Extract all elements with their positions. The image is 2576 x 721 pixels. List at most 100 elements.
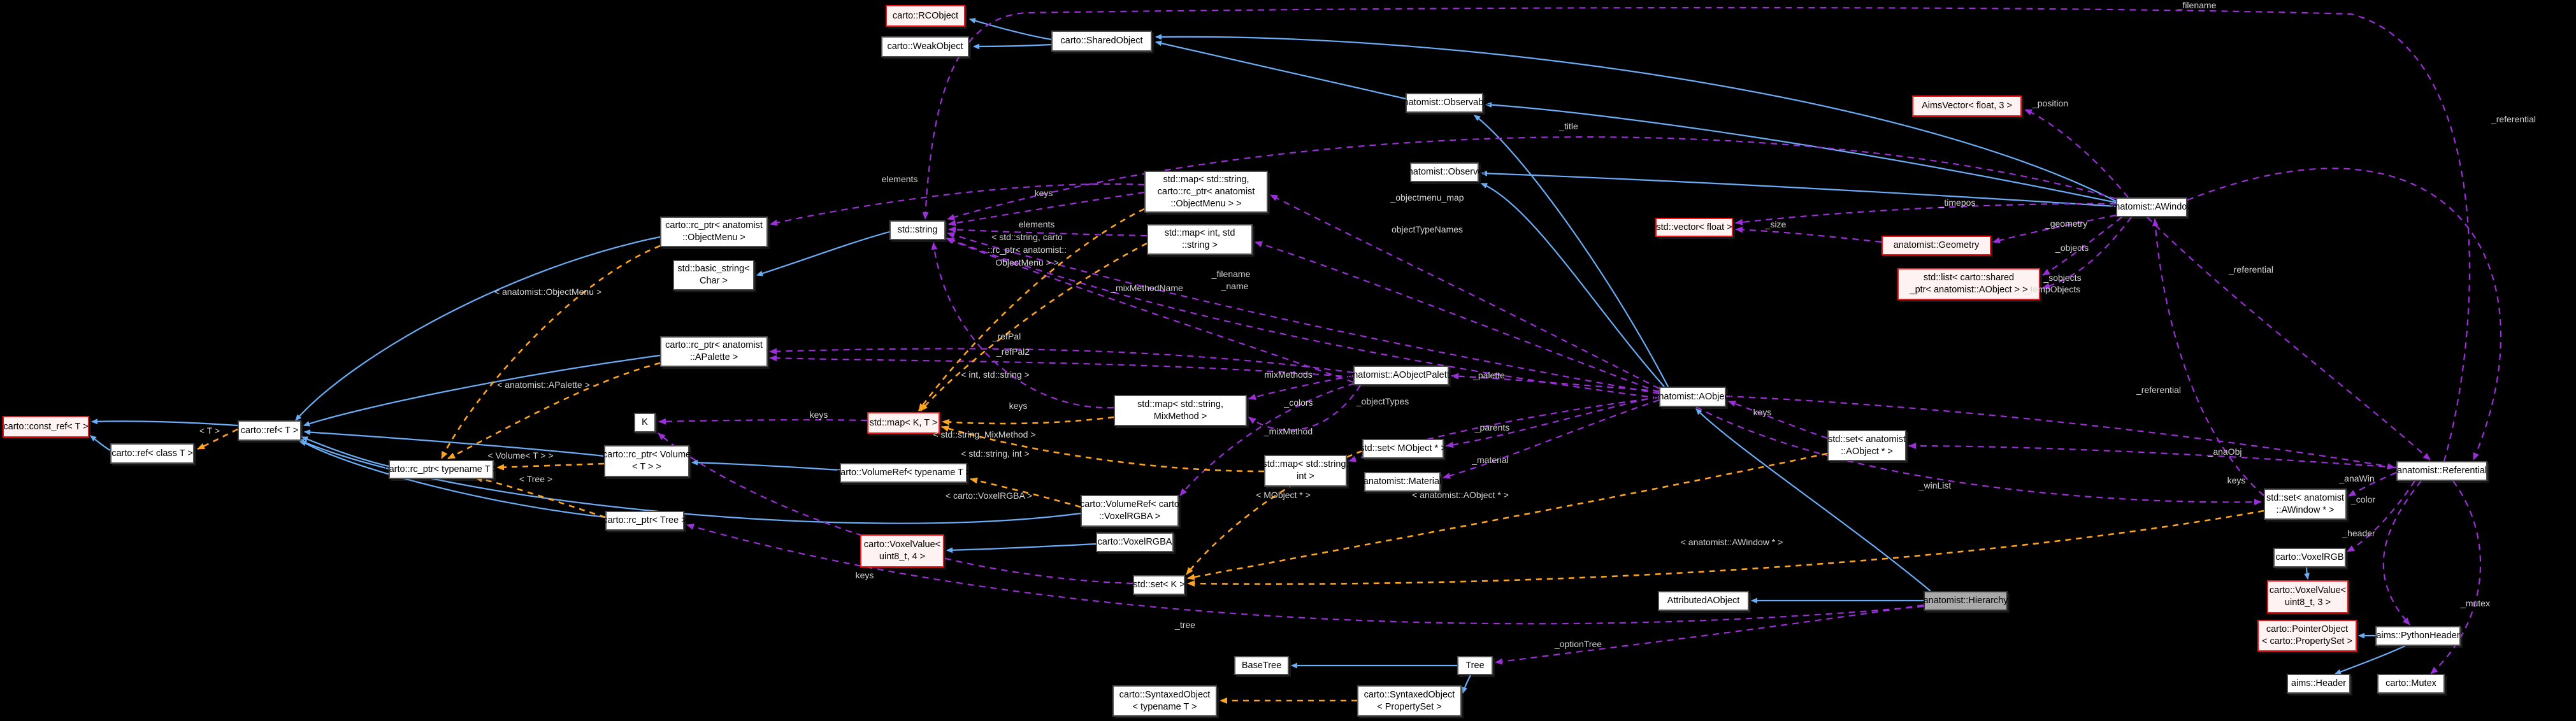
class-node-basic-string-char[interactable]: std::basic_string<Char > [673, 260, 754, 290]
class-node-aobject[interactable]: anatomist::AObject [1653, 387, 1732, 407]
class-node-sharedobject[interactable]: carto::SharedObject [1051, 31, 1152, 52]
edge-label: _refPal2 [996, 346, 1030, 357]
edge-awindow-sharedobject [1155, 34, 2117, 202]
class-node-voxelrgba[interactable]: carto::VoxelRGBA [1096, 532, 1174, 552]
class-node-label: < PropertySet > [1377, 701, 1442, 712]
edge-mapintstring-elements [948, 226, 1148, 237]
class-node-observable[interactable]: anatomist::Observable [1398, 93, 1491, 113]
edge-label: _name [1221, 281, 1249, 291]
edge-label: _mixMethodName [1111, 283, 1183, 293]
class-node-label: std::vector< float > [1656, 222, 1732, 232]
class-node-set-k[interactable]: std::set< K > [1133, 575, 1185, 595]
class-node-mutex[interactable]: carto::Mutex [2377, 674, 2445, 694]
class-node-volumeref-typename-t[interactable]: carto::VolumeRef< typename T > [836, 463, 971, 483]
class-node-attributedaobject[interactable]: AttributedAObject [1658, 591, 1749, 611]
class-node-label: aims::Header [2291, 678, 2347, 689]
class-node-const-ref[interactable]: carto::const_ref< T > [3, 416, 89, 438]
class-node-syntaxedobject-propertyset[interactable]: carto::SyntaxedObject< PropertySet > [1357, 685, 1462, 717]
class-node-ref-class-t[interactable]: carto::ref< class T > [110, 443, 194, 464]
class-node-pythonheader[interactable]: aims::PythonHeader [2375, 626, 2461, 646]
edge-awindow-observer [1481, 170, 2117, 208]
class-node-label: AimsVector< float, 3 > [1922, 101, 2012, 111]
class-node-awindow[interactable]: anatomist::AWindow [2110, 197, 2194, 217]
class-node-set-mobject[interactable]: std::set< MObject * > [1360, 439, 1446, 459]
class-node-voxelvalue-uint8-4[interactable]: carto::VoxelValue<uint8_t, 4 > [860, 534, 944, 568]
edge-voxelrgba-voxelvalue4 [946, 543, 1097, 553]
class-node-label: anatomist::Geometry [1893, 240, 1980, 250]
edge-label: _tempObjects [2025, 284, 2081, 294]
class-node-vector-float[interactable]: std::vector< float > [1655, 218, 1733, 237]
class-node-std-string[interactable]: std::string [889, 220, 946, 240]
class-node-label: MixMethod > [1153, 411, 1207, 422]
class-node-label: carto::ref< class T > [112, 448, 193, 459]
class-node-map-string-int[interactable]: std::map< std::string,int > [1263, 455, 1349, 487]
class-node-label: carto::WeakObject [887, 41, 963, 52]
class-node-rcobject[interactable]: carto::RCObject [886, 5, 965, 27]
class-node-pointerobject-propertyset[interactable]: carto::PointerObject< carto::PropertySet… [2257, 620, 2357, 652]
class-node-observer[interactable]: anatomist::Observer [1403, 162, 1486, 182]
class-node-label: _ptr< anatomist::AObject > > [1910, 285, 2028, 295]
class-node-label: carto::RCObject [892, 10, 959, 21]
class-node-basetree[interactable]: BaseTree [1234, 656, 1289, 675]
class-node-aims-header[interactable]: aims::Header [2287, 674, 2350, 694]
class-node-rcptr-apalette[interactable]: carto::rc_ptr< anatomist::APalette > [660, 336, 768, 367]
edge-tmpl-setaobject-setk [1187, 452, 1828, 580]
class-node-aimsvector-float-3[interactable]: AimsVector< float, 3 > [1912, 96, 2022, 117]
edge-label: < Volume< T > > [487, 450, 554, 460]
class-node-label: carto::rc_ptr< Volume [602, 450, 691, 460]
class-node-map-string-mixmethod[interactable]: std::map< std::string,MixMethod > [1114, 395, 1247, 426]
edge-rcptrtypename-reft [301, 436, 389, 468]
edge-label: _colors [1284, 397, 1313, 408]
edge-label: _tree [1175, 620, 1195, 630]
edge-label: _anaWin [2339, 473, 2375, 483]
class-node-voxelvalue-uint8-3[interactable]: carto::VoxelValue<uint8_t, 3 > [2267, 580, 2349, 613]
edge-awindow-objects [2042, 217, 2122, 276]
class-node-label: carto::rc_ptr< Tree > [603, 515, 687, 525]
class-node-tree[interactable]: Tree [1457, 656, 1493, 675]
class-node-set-aobject[interactable]: std::set< anatomist::AObject * > [1827, 430, 1906, 461]
class-node-label: std::map< std::string, [1137, 399, 1223, 410]
class-node-label: anatomist::Hierarchy [1923, 596, 2008, 606]
class-node-map-int-string[interactable]: std::map< int, std::string > [1147, 224, 1253, 255]
class-node-list-shared-ptr-aobject[interactable]: std::list< carto::shared_ptr< anatomist:… [1897, 268, 2040, 300]
class-node-volumeref-voxelrgba[interactable]: carto::VolumeRef< carto::VoxelRGBA > [1080, 495, 1179, 527]
edge-hierarchy-aobject [1695, 408, 1931, 592]
class-node-syntaxedobject-typename-t[interactable]: carto::SyntaxedObject< typename T > [1112, 685, 1217, 717]
edge-label: mixMethods [1264, 369, 1313, 380]
class-node-material[interactable]: anatomist::Material [1364, 472, 1441, 492]
edge-hierarchy-optiontree [1495, 604, 1924, 665]
class-node-map-k-t[interactable]: std::map< K, T > [867, 412, 940, 434]
class-node-rcptr-volume-t[interactable]: carto::rc_ptr< Volume< T > > [602, 445, 691, 477]
edge-label: _filename [1211, 269, 1251, 279]
edge-mapobjectmenu-keys [948, 191, 1145, 227]
edge-mapkt-keys [658, 418, 868, 425]
edge-awindow-timepos [1735, 203, 2117, 225]
class-node-label: anatomist::AWindow [2110, 202, 2194, 212]
class-node-geometry[interactable]: anatomist::Geometry [1882, 236, 1991, 255]
class-node-label: uint8_t, 3 > [2284, 597, 2331, 608]
edge-rcptrtree-reft [300, 440, 606, 518]
class-node-k[interactable]: K [634, 413, 656, 432]
edge-mapmixmethod-keys [931, 242, 1114, 409]
class-node-rcptr-tree[interactable]: carto::rc_ptr< Tree > [603, 511, 687, 531]
class-node-rcptr-objectmenu[interactable]: carto::rc_ptr< anatomist::ObjectMenu > [660, 217, 768, 247]
class-node-rcptr-typename-t[interactable]: carto::rc_ptr< typename T > [384, 460, 498, 479]
edge-tmpl-mapintstring-mapkt [920, 242, 1148, 411]
edge-label: _color [2350, 494, 2376, 504]
edge-label: < int, std::string > [961, 369, 1030, 380]
edge-tmpl-rcptrtree-rcptrt [475, 476, 606, 518]
class-node-label: ::AObject * > [1841, 446, 1893, 457]
edge-palette-mixmethod [1248, 385, 1361, 431]
class-node-label: BaseTree [1241, 660, 1282, 671]
edge-label: _mutex [2461, 598, 2490, 608]
edge-label: < carto::VoxelRGBA > [945, 490, 1033, 501]
class-node-map-string-objectmenu[interactable]: std::map< std::string,carto::rc_ptr< ana… [1144, 171, 1268, 213]
class-node-voxelrgb[interactable]: carto::VoxelRGB [2273, 548, 2346, 568]
class-node-hierarchy[interactable]: anatomist::Hierarchy [1924, 591, 2008, 611]
class-node-weakobject[interactable]: carto::WeakObject [881, 36, 969, 57]
class-node-referential[interactable]: anatomist::Referential [2396, 461, 2487, 481]
class-node-ref-t[interactable]: carto::ref< T > [238, 420, 301, 441]
class-node-set-awindow[interactable]: std::set< anatomist::AWindow * > [2264, 489, 2347, 520]
edge-referential-mutex [2430, 480, 2482, 675]
class-node-aobjectpalette[interactable]: anatomist::AObjectPalette [1348, 366, 1455, 385]
